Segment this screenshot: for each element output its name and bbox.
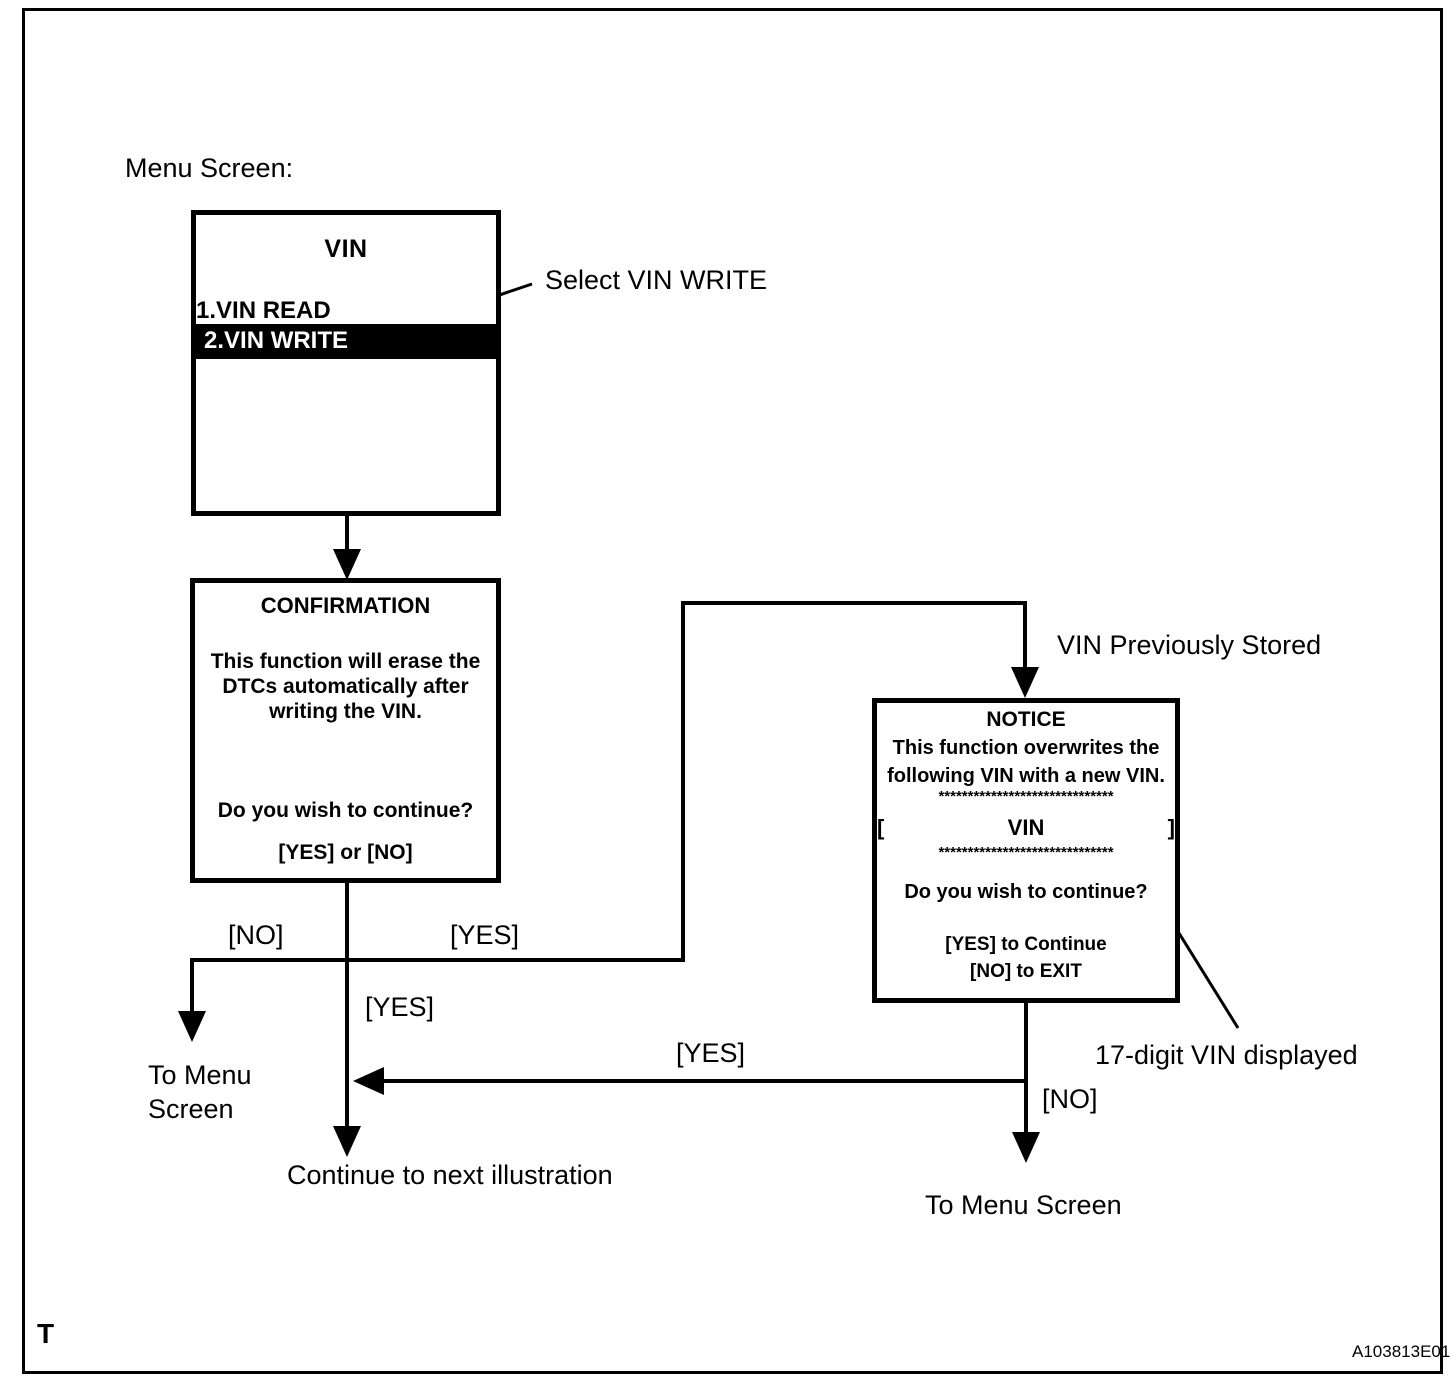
continue-next-illustration-label: Continue to next illustration xyxy=(287,1160,613,1190)
confirmation-body: This function will erase the DTCs automa… xyxy=(195,649,496,724)
confirmation-body-line1: This function will erase the xyxy=(210,650,481,673)
select-vin-write-annotation: Select VIN WRITE xyxy=(545,265,768,295)
vin-displayed-annotation: 17-digit VIN displayed xyxy=(1095,1040,1358,1070)
vin-field-label: VIN xyxy=(1007,815,1045,840)
notice-option-no: [NO] to EXIT xyxy=(970,961,1082,982)
vin-field-open-bracket: [ xyxy=(877,815,885,840)
to-menu-screen-right-label: To Menu Screen xyxy=(925,1190,1122,1220)
notice-separator-top: ****************************** xyxy=(938,788,1114,805)
notice-body-line2: following VIN with a new VIN. xyxy=(887,765,1165,787)
menu-screen-label: Menu Screen: xyxy=(125,153,294,183)
to-menu-left-line1: To Menu xyxy=(148,1060,252,1090)
notice-separator-bottom: ****************************** xyxy=(938,844,1114,861)
menu-item-vin-write-selected: 2.VIN WRITE xyxy=(196,324,496,359)
vin-field-close-bracket: ] xyxy=(1167,815,1175,840)
confirmation-body-line2: DTCs automatically after xyxy=(222,675,469,698)
vin-menu-screen-box: VIN 1.VIN READ 2.VIN WRITE xyxy=(191,210,501,516)
notice-question: Do you wish to continue? xyxy=(904,881,1148,903)
notice-body: This function overwrites the following V… xyxy=(877,734,1175,790)
menu-item-vin-read: 1.VIN READ xyxy=(196,297,331,324)
confirmation-title: CONFIRMATION xyxy=(260,593,431,618)
vin-previously-stored-annotation: VIN Previously Stored xyxy=(1057,630,1322,660)
figure-id: A103813E01 xyxy=(1352,1342,1451,1361)
flow-label-yes-right: [YES] xyxy=(450,920,520,950)
confirmation-question: Do you wish to continue? xyxy=(217,799,474,822)
to-menu-left-line2: Screen xyxy=(148,1094,234,1124)
to-menu-screen-left-label: To Menu Screen xyxy=(148,1058,288,1126)
notice-option-yes: [YES] to Continue xyxy=(945,934,1107,955)
notice-screen-box: NOTICE This function overwrites the foll… xyxy=(872,698,1180,1003)
footer-left-mark: T xyxy=(37,1318,55,1349)
confirmation-body-line3: writing the VIN. xyxy=(269,700,422,723)
vin-menu-title: VIN xyxy=(324,235,368,263)
confirmation-screen-box: CONFIRMATION This function will erase th… xyxy=(190,578,501,883)
flow-label-yes-down: [YES] xyxy=(365,992,435,1022)
notice-body-line1: This function overwrites the xyxy=(892,737,1160,759)
notice-title: NOTICE xyxy=(986,708,1066,731)
flow-label-notice-yes: [YES] xyxy=(676,1038,746,1068)
diagram-border xyxy=(22,8,1443,1374)
flow-label-notice-no: [NO] xyxy=(1042,1084,1098,1114)
confirmation-options: [YES] or [NO] xyxy=(278,841,413,864)
flow-label-no-left: [NO] xyxy=(228,920,284,950)
notice-vin-field: [ VIN ] xyxy=(877,815,1175,841)
